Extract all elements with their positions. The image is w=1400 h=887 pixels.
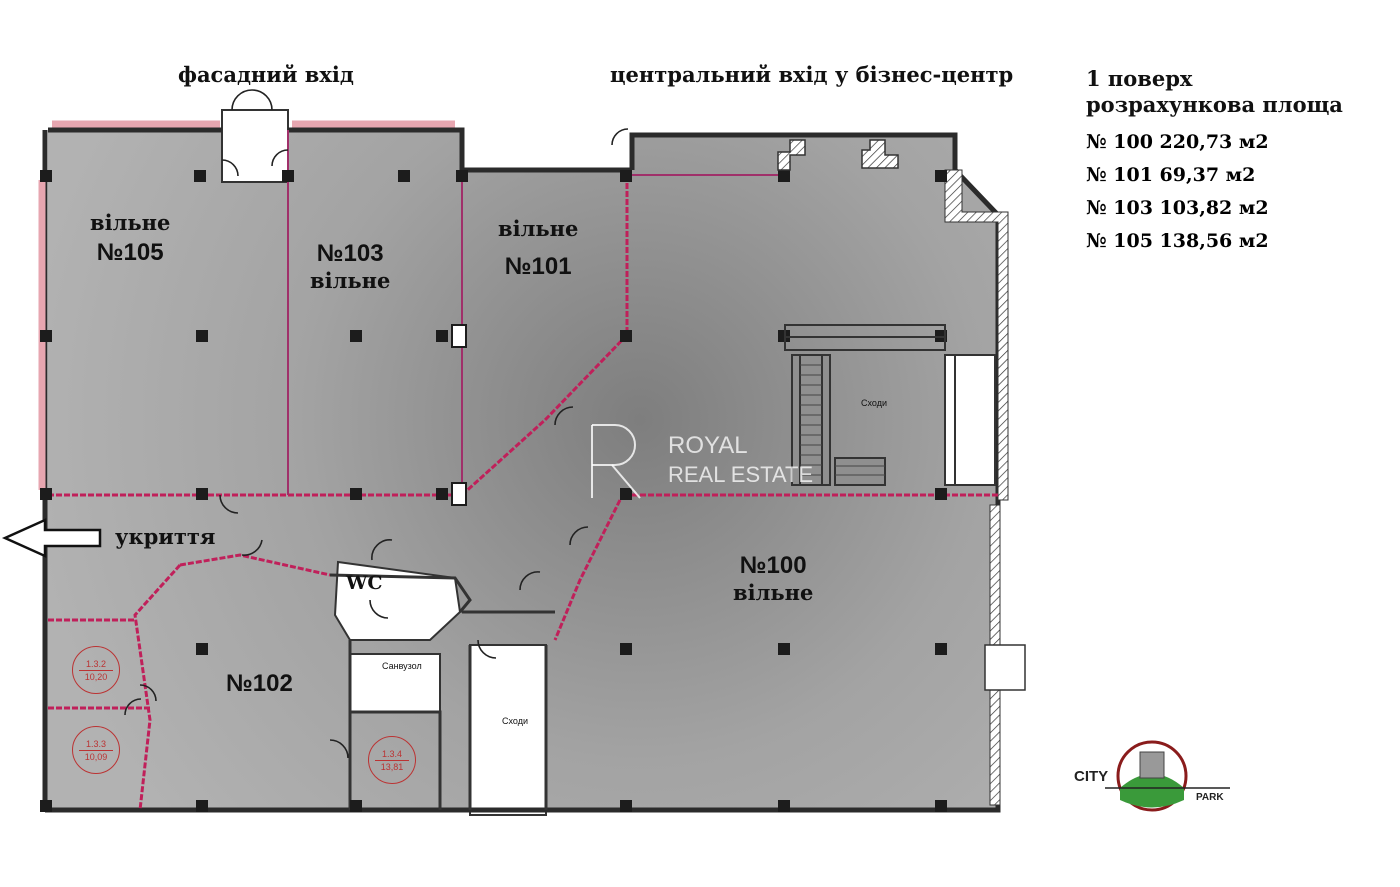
columns xyxy=(40,170,947,812)
logo-park-text: PARK xyxy=(1196,792,1224,803)
floor-areas xyxy=(45,130,1000,810)
bathroom-label: Санвузол xyxy=(382,661,422,671)
room-1-3-2-tag: 1.3.2 10,20 xyxy=(72,646,120,694)
watermark-royal: ROYAL xyxy=(668,432,748,459)
watermark-real-estate: REAL ESTATE xyxy=(668,462,814,487)
room-100-label: №100 вільне xyxy=(733,552,813,605)
wc-label: WC xyxy=(346,572,383,594)
legend-calc-area: розрахункова площа xyxy=(1086,92,1343,117)
stairs-small-label: Сходи xyxy=(502,716,528,726)
watermark-monogram xyxy=(591,424,641,499)
room-1-3-4-area: 13,81 xyxy=(380,761,404,772)
room-105-label: вільне №105 xyxy=(90,210,170,267)
wc-walls xyxy=(329,573,555,810)
room-1-3-4-tag: 1.3.4 13,81 xyxy=(368,736,416,784)
stairs-main-label: Сходи xyxy=(861,398,887,408)
room-1-3-3-code: 1.3.3 xyxy=(85,738,107,749)
room-101-label: вільне №101 xyxy=(498,216,578,281)
area-legend: 1 поверх розрахункова площа № 100 220,73… xyxy=(1086,66,1343,258)
room-102-label: №102 xyxy=(226,670,293,698)
shelter-label: укриття xyxy=(115,524,216,549)
stair-core xyxy=(784,324,1026,691)
legend-area-103: № 103 103,82 м2 xyxy=(1086,197,1269,219)
room-1-3-4-code: 1.3.4 xyxy=(381,748,403,759)
room-105-status: вільне xyxy=(90,210,171,235)
columns-outline xyxy=(451,324,467,506)
room-105-number: №105 xyxy=(96,239,164,266)
room-103-label: №103 вільне xyxy=(310,240,390,293)
facade-entrance-label: фасадний вхід xyxy=(178,62,354,87)
logo-city-text: CITY xyxy=(1074,768,1109,785)
room-101-number: №101 xyxy=(504,253,572,280)
legend-floor: 1 поверх xyxy=(1086,66,1193,91)
doors xyxy=(124,89,629,759)
room-100-status: вільне xyxy=(733,580,814,605)
city-park-logo xyxy=(1105,740,1230,812)
room-101-status: вільне xyxy=(498,216,579,241)
legend-area-105: № 105 138,56 м2 xyxy=(1086,230,1269,252)
stair-steps xyxy=(800,364,885,476)
room-103-number: №103 xyxy=(316,240,384,267)
room-103-status: вільне xyxy=(310,268,391,293)
legend-area-100: № 100 220,73 м2 xyxy=(1086,131,1269,153)
room-1-3-2-code: 1.3.2 xyxy=(85,658,107,669)
room-1-3-2-area: 10,20 xyxy=(84,671,108,682)
vent-shafts xyxy=(777,139,899,171)
room-100-number: №100 xyxy=(739,552,807,579)
room-1-3-3-tag: 1.3.3 10,09 xyxy=(72,726,120,774)
room-102-number: №102 xyxy=(226,670,293,697)
central-entrance-label: центральний вхід у бізнес-центр xyxy=(610,62,1014,87)
room-1-3-3-area: 10,09 xyxy=(84,751,108,762)
white-rooms xyxy=(221,109,547,816)
legend-area-101: № 101 69,37 м2 xyxy=(1086,164,1256,186)
shelter-arrow xyxy=(1,518,102,558)
